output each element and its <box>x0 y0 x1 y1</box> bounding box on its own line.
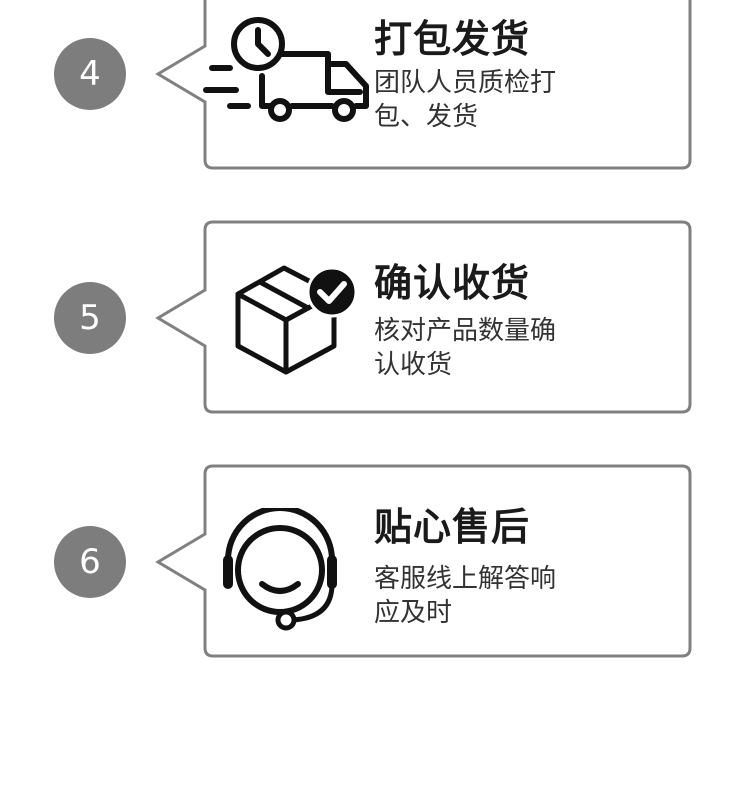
step-description: 核对产品数量确认收货 <box>374 316 557 380</box>
package-check-icon <box>235 265 358 375</box>
delivery-truck-icon <box>203 17 369 122</box>
step-6: 6 贴心售后 客服线上解答响应及时 <box>0 456 750 658</box>
step-number: 6 <box>54 526 126 598</box>
headset-support-icon <box>223 508 337 631</box>
speech-bubble <box>155 0 692 170</box>
step-number: 5 <box>54 282 126 354</box>
step-number: 4 <box>54 38 126 110</box>
step-4: 4 打包发货 团队人员质检打包、发货 <box>0 0 750 172</box>
step-description: 客服线上解答响应及时 <box>374 564 557 628</box>
step-description: 团队人员质检打包、发货 <box>374 68 557 132</box>
step-title: 打包发货 <box>374 17 531 61</box>
step-title: 贴心售后 <box>374 505 531 549</box>
step-5: 5 确认收货 核对产品数量确认收货 <box>0 212 750 414</box>
step-title: 确认收货 <box>374 261 531 305</box>
